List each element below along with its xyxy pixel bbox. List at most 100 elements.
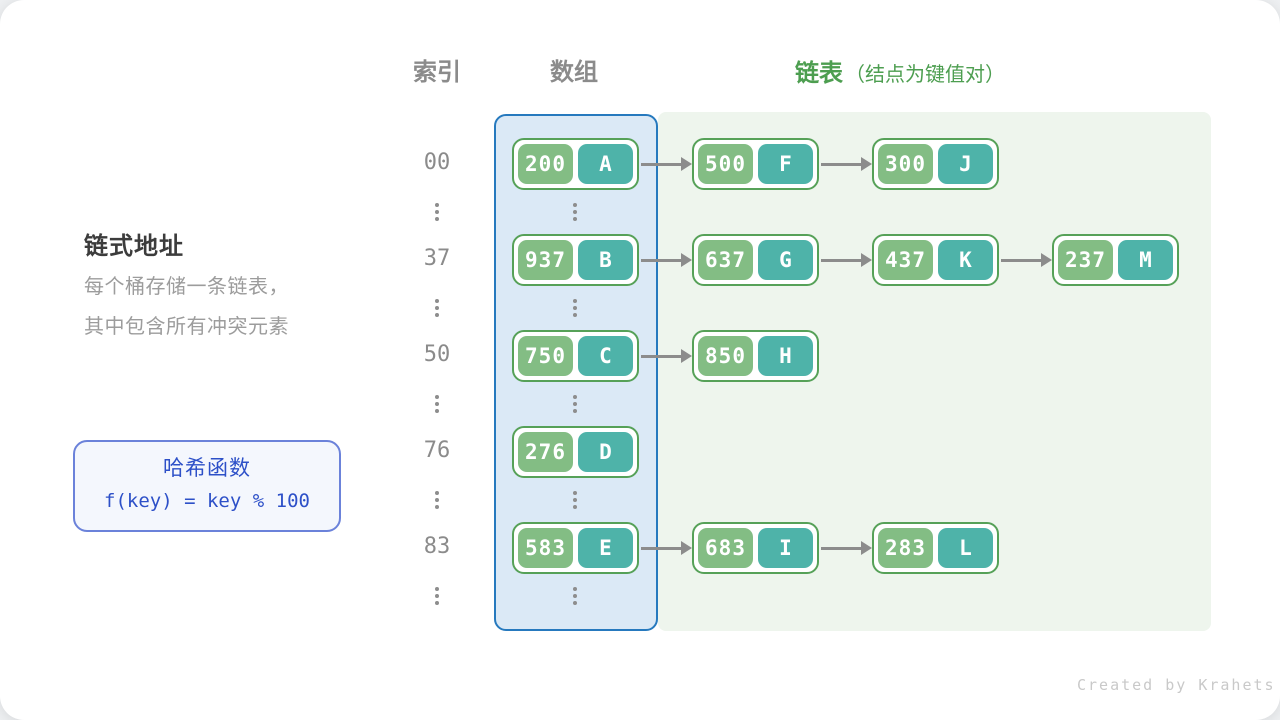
ellipsis-dot [573,395,577,399]
vertical-ellipsis-icon [435,203,439,221]
next-pointer-arrow [821,157,872,171]
ellipsis-dot [573,306,577,310]
node-key-cell: 850 [698,336,753,376]
bucket-index-label: 50 [423,342,451,367]
arrow-line [641,354,683,358]
arrow-head-icon [861,541,872,555]
index-column-header: 索引 [413,59,461,86]
ellipsis-dot [435,498,439,502]
vertical-ellipsis-icon [573,299,577,317]
node-key-cell: 683 [698,528,753,568]
next-pointer-arrow [641,253,692,267]
ellipsis-dot [435,395,439,399]
ellipsis-dot [435,203,439,207]
next-pointer-arrow [1001,253,1052,267]
ellipsis-dot [435,217,439,221]
node-value-cell: D [578,432,633,472]
bucket-index-label: 37 [423,246,451,271]
node-key-cell: 500 [698,144,753,184]
node-value-cell: E [578,528,633,568]
list-header-note: （结点为键值对） [845,64,1005,86]
vertical-ellipsis-icon [573,491,577,509]
node-key-cell: 300 [878,144,933,184]
vertical-ellipsis-icon [573,395,577,413]
ellipsis-dot [573,601,577,605]
node-value-cell: H [758,336,813,376]
next-pointer-arrow [641,157,692,171]
vertical-ellipsis-icon [435,299,439,317]
node-key-cell: 276 [518,432,573,472]
arrow-line [821,258,863,262]
ellipsis-dot [435,299,439,303]
ellipsis-dot [435,601,439,605]
arrow-head-icon [861,157,872,171]
hash-function-title: 哈希函数 [163,457,251,480]
ellipsis-dot [435,505,439,509]
arrow-head-icon [681,541,692,555]
panel-description-line1: 每个桶存储一条链表， [84,276,289,298]
node-value-cell: I [758,528,813,568]
next-pointer-arrow [641,541,692,555]
node-value-cell: K [938,240,993,280]
ellipsis-dot [573,203,577,207]
node-value-cell: C [578,336,633,376]
panel-title: 链式地址 [84,233,184,260]
node-value-cell: J [938,144,993,184]
vertical-ellipsis-icon [435,587,439,605]
arrow-line [821,162,863,166]
node-value-cell: B [578,240,633,280]
bucket-index-label: 76 [423,438,451,463]
node-key-cell: 437 [878,240,933,280]
node-value-cell: M [1118,240,1173,280]
node-key-cell: 637 [698,240,753,280]
panel-description-line2: 其中包含所有冲突元素 [84,316,289,338]
list-column-header: 链表 （结点为键值对） [795,53,1005,88]
list-header-label: 链表 [795,60,843,87]
ellipsis-dot [573,594,577,598]
watermark: Created by Krahets [1077,676,1276,694]
ellipsis-dot [573,505,577,509]
arrow-head-icon [1041,253,1052,267]
arrow-head-icon [681,349,692,363]
bucket-index-label: 83 [423,534,451,559]
next-pointer-arrow [821,541,872,555]
ellipsis-dot [573,587,577,591]
bucket-index-label: 00 [423,150,451,175]
node-key-cell: 283 [878,528,933,568]
node-key-cell: 200 [518,144,573,184]
ellipsis-dot [435,491,439,495]
arrow-line [641,162,683,166]
vertical-ellipsis-icon [573,203,577,221]
ellipsis-dot [435,313,439,317]
arrow-head-icon [681,157,692,171]
ellipsis-dot [573,491,577,495]
arrow-line [821,546,863,550]
ellipsis-dot [573,409,577,413]
arrow-line [641,258,683,262]
node-value-cell: A [578,144,633,184]
ellipsis-dot [573,313,577,317]
ellipsis-dot [435,587,439,591]
node-value-cell: G [758,240,813,280]
ellipsis-dot [435,409,439,413]
hash-function-formula: f(key) = key % 100 [104,490,310,512]
node-key-cell: 237 [1058,240,1113,280]
ellipsis-dot [435,210,439,214]
vertical-ellipsis-icon [435,491,439,509]
arrow-line [641,546,683,550]
node-key-cell: 937 [518,240,573,280]
node-value-cell: L [938,528,993,568]
